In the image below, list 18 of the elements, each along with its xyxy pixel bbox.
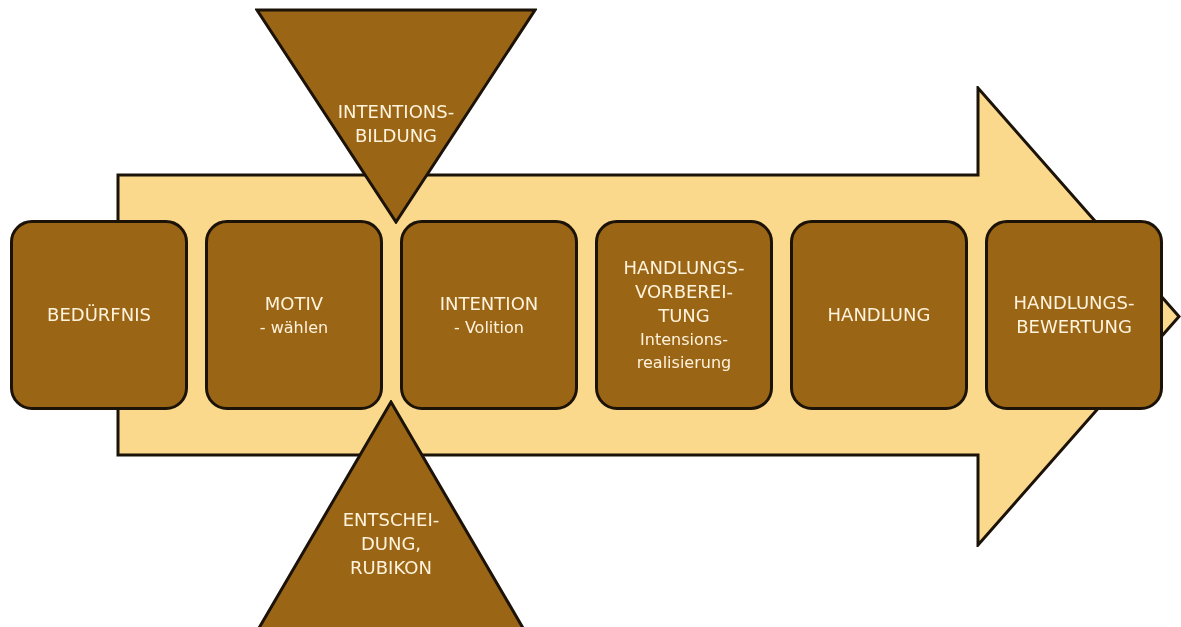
triangle-marker bbox=[255, 8, 537, 224]
box-heading: MOTIV bbox=[263, 291, 325, 316]
process-box bbox=[10, 220, 188, 410]
box-subtext: - wählen bbox=[258, 316, 330, 339]
box-heading: BEDÜRFNIS bbox=[46, 303, 152, 327]
process-box bbox=[595, 220, 773, 410]
box-heading: HANDLUNGS- BEWERTUNG bbox=[1012, 291, 1136, 339]
process-box bbox=[205, 220, 383, 410]
process-box bbox=[400, 220, 578, 410]
box-heading: ENTSCHEI- DUNG, RUBIKON bbox=[341, 508, 441, 580]
box-subtext: Intensions- realisierung bbox=[635, 329, 733, 374]
box-heading: HANDLUNGS- VORBEREI- TUNG bbox=[622, 256, 746, 328]
process-box bbox=[790, 220, 968, 410]
process-box bbox=[985, 220, 1163, 410]
box-heading: HANDLUNG bbox=[826, 303, 932, 327]
box-heading: INTENTION bbox=[438, 291, 540, 316]
box-heading: INTENTIONS- BILDUNG bbox=[336, 100, 456, 148]
box-subtext: - Volition bbox=[453, 316, 525, 339]
